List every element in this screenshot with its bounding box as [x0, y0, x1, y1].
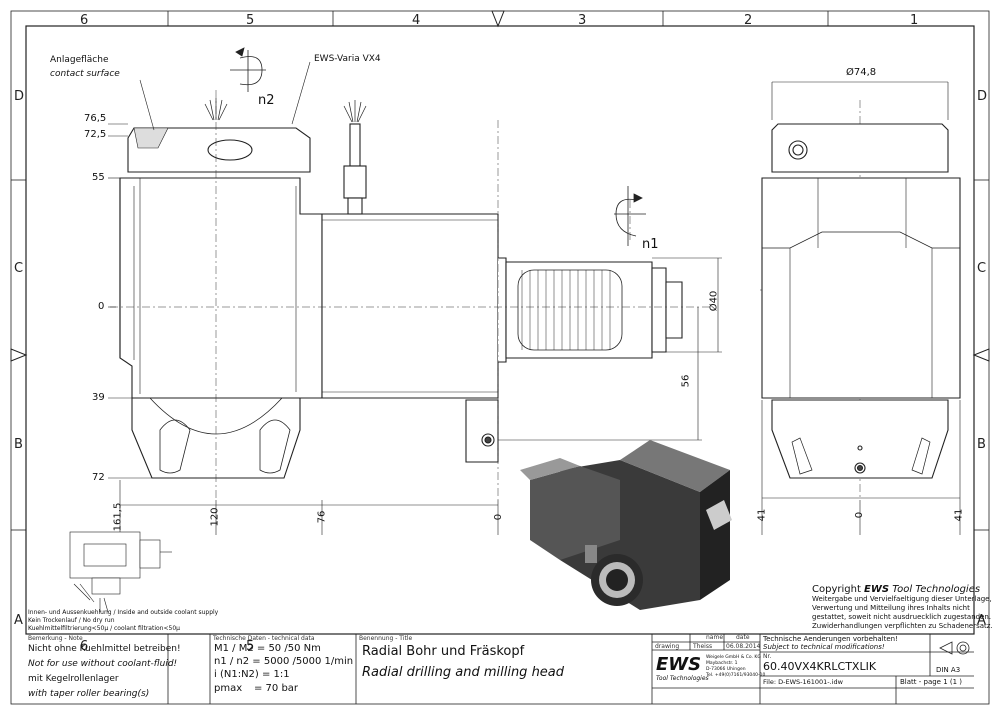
file-name: File: D-EWS-161001-.idw: [763, 678, 843, 686]
title-block-frame: [26, 633, 974, 704]
sheet-number: Blatt - page 1 (1 ): [900, 678, 963, 686]
copyright-line-4: Zuwiderhandlungen verpflichten zu Schade…: [812, 622, 993, 630]
part-number: 60.40VX4KRLCTXLIK: [763, 660, 877, 673]
zone-row-a-right: A: [977, 613, 986, 628]
zone-row-c: C: [14, 261, 24, 276]
drawing-date: 06.08.2014: [726, 643, 761, 650]
zone-col-4: 4: [412, 13, 421, 28]
dim-side-41-right: 41: [953, 508, 965, 522]
n1-label: n1: [642, 237, 659, 252]
dim-0: 0: [98, 301, 105, 312]
tech-ratio: i (N1:N2) = 1:1: [214, 669, 290, 680]
ews-address-3: D-73066 Uhingen: [706, 667, 746, 672]
ews-address-2: Maybachstr. 1: [706, 661, 738, 666]
front-view: [119, 123, 683, 479]
dim-55: 55: [92, 172, 105, 183]
tech-header: Technische Daten - technical data: [213, 635, 315, 642]
zone-col-5-bottom: 5: [246, 639, 255, 654]
col-name: name: [706, 634, 724, 641]
zone-col-6-bottom: 6: [80, 639, 89, 654]
dim-39: 39: [92, 392, 105, 403]
ews-address-1: Weigele GmbH & Co. KG: [706, 655, 761, 660]
ews-address-4: Tel. +49(0)7161/93040-10: [706, 673, 766, 678]
zone-row-d: D: [14, 89, 25, 104]
dim-0-bottom: 0: [493, 513, 505, 521]
zone-col-3: 3: [578, 13, 587, 28]
dim-76: 76: [316, 510, 328, 524]
tech-pressure-value: = 70 bar: [254, 683, 299, 694]
copyright-line-3: gestattet, soweit nicht ausdruecklich zu…: [812, 613, 992, 621]
n2-label: n2: [258, 93, 275, 108]
col-date: date: [736, 634, 750, 641]
tech-torque: M1 / M2 = 50 /50 Nm: [214, 643, 321, 654]
copyright-line-2: Verwertung und Mitteilung ihres Inhalts …: [812, 604, 970, 612]
projection-symbol: [939, 641, 970, 655]
diameter-top-dim: Ø74,8: [846, 67, 877, 78]
diameter-bore-dim: Ø40: [708, 290, 720, 312]
dim-side-41-left: 41: [756, 508, 768, 522]
zone-col-1: 1: [910, 13, 919, 28]
copyright-brand: EWS: [864, 584, 890, 595]
coolant-note-2: Kein Trockenlauf / No dry run: [28, 617, 115, 624]
tech-speed: n1 / n2 = 5000 /5000 1/min: [214, 656, 354, 667]
dim-76-5: 76,5: [84, 113, 107, 124]
zone-col-6: 6: [80, 13, 89, 28]
remark-3: mit Kegelrollenlager: [28, 674, 119, 684]
ews-logo-sub: Tool Technologies: [656, 675, 709, 682]
zone-row-d-right: D: [977, 89, 988, 104]
din-format: DIN A3: [936, 666, 961, 674]
ews-logo: EWS: [656, 654, 702, 675]
rotation-symbols: [204, 47, 646, 246]
anlageflaeche-label: Anlagefläche: [50, 55, 109, 65]
remark-4: with taper roller bearing(s): [28, 689, 150, 699]
dim-72-5: 72,5: [84, 129, 107, 140]
coolant-schematic: [69, 531, 172, 613]
side-view: [761, 123, 961, 479]
zone-row-b: B: [14, 437, 23, 452]
changes-german: Technische Aenderungen vorbehalten!: [763, 635, 898, 643]
isometric-render: [520, 440, 732, 610]
zone-row-b-right: B: [977, 437, 986, 452]
copyright-line-1: Weitergabe und Vervielfaeltigung dieser …: [812, 595, 992, 603]
title-german: Radial Bohr und Fräskopf: [362, 644, 525, 659]
coolant-note-1: Innen- und Aussenkuehlung / Inside and o…: [28, 609, 219, 616]
remarks-header: Bemerkung - Note: [28, 635, 83, 642]
changes-english: Subject to technical modifications!: [763, 643, 885, 651]
remark-2: Not for use without coolant-fluid!: [28, 659, 178, 669]
tech-pressure-label: pmax: [214, 683, 243, 694]
copyright-suffix: Tool Technologies: [889, 584, 981, 595]
coolant-note-3: Kuehlmittelfiltrierung<50µ / coolant fil…: [28, 625, 180, 632]
dim-side-0: 0: [854, 511, 866, 519]
dim-161-5: 161,5: [112, 502, 124, 532]
title-english: Radial drilling and milling head: [362, 665, 565, 680]
zone-row-c-right: C: [977, 261, 987, 276]
contact-surface-label: contact surface: [50, 69, 120, 79]
title-header: Benennung - Title: [359, 635, 413, 642]
drawing-name: Theiss: [693, 643, 713, 650]
dim-72: 72: [92, 472, 105, 483]
dim-120: 120: [209, 507, 221, 527]
remark-1: Nicht ohne Kuehlmittel betreiben!: [28, 644, 181, 654]
product-line-label: EWS-Varia VX4: [314, 54, 381, 64]
zone-col-5: 5: [246, 13, 255, 28]
zone-row-a: A: [14, 613, 23, 628]
dim-56: 56: [680, 374, 692, 388]
drawing-label: drawing: [655, 643, 680, 650]
copyright-heading: Copyright EWS Tool Technologies: [812, 585, 980, 595]
dimension-lines: [108, 61, 961, 535]
nr-label: Nr.: [763, 653, 772, 660]
zone-col-2: 2: [744, 13, 753, 28]
copyright-prefix: Copyright: [812, 584, 865, 595]
